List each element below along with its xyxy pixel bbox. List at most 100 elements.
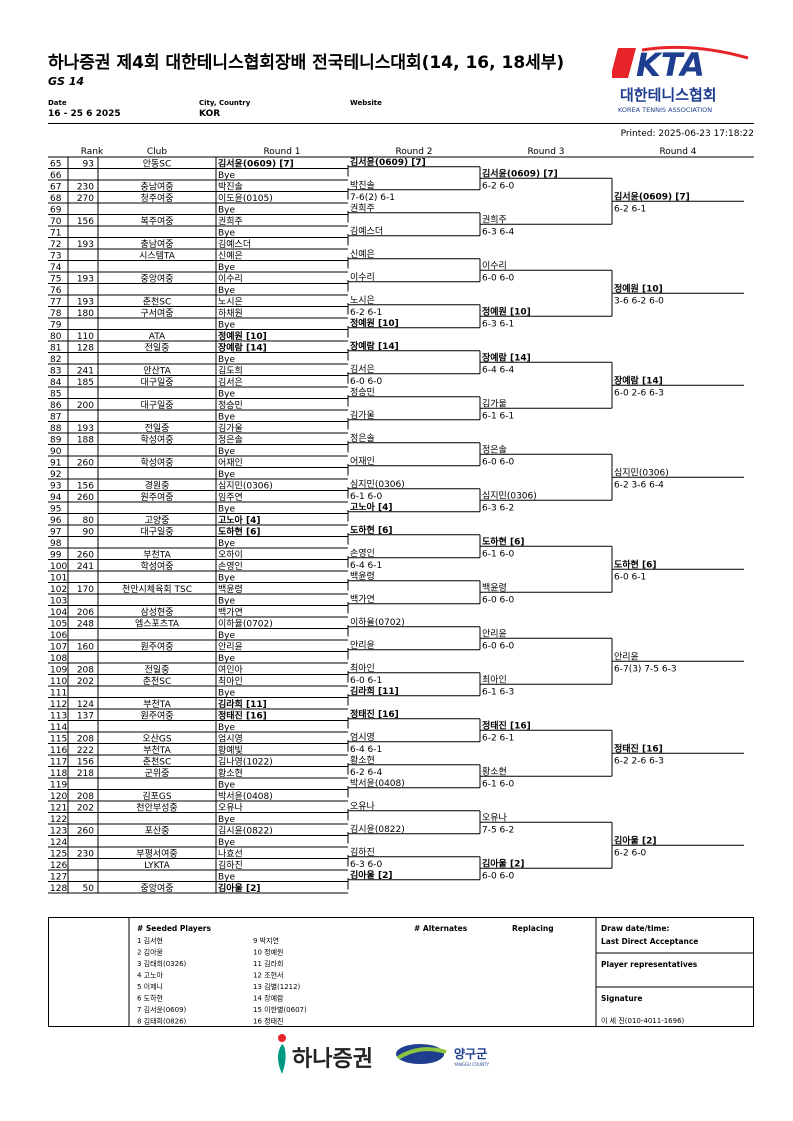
draw-position: 75 [50,275,61,285]
round1-player: 김하진 [218,859,243,871]
entry-club: ATA [149,332,166,342]
round3-player: 정은솔 [482,444,507,455]
entry-rank: 185 [77,378,94,388]
round1-player: 정예원 [10] [218,330,267,342]
date-value: 16 - 25 6 2025 [48,109,121,119]
entry-club: 춘천SC [143,757,172,768]
seed-entry: 9 박지연 [253,936,279,945]
draw-position: 107 [50,643,67,653]
entry-club: 학성여중 [140,457,173,469]
round4-score: 6-7(3) 7-5 6-3 [614,664,677,674]
round1-player: 하채원 [218,308,243,319]
entry-club: 부천TA [143,745,171,756]
kta-logo-mark: KTA [610,45,749,84]
round2-player: 김서은 [350,363,375,375]
column-header-round2: Round 2 [395,147,432,157]
round4-score: 6-2 2-6 6-3 [614,756,664,766]
round3-player: 김가울 [482,397,507,409]
round2-player: 도하현 [6] [350,524,392,536]
round1-player: 박진솔 [218,182,243,193]
round1-player: 김가울 [218,422,243,434]
column-header-round1: Round 1 [263,147,300,157]
round1-player: 최아인 [218,676,243,687]
round4-score: 6-0 6-1 [614,572,646,582]
round2-player: 김라희 [11] [350,685,399,697]
round1-player: Bye [218,723,236,733]
seed-entry: 5 이제니 [137,982,163,991]
column-header-round3: Round 3 [527,147,564,157]
entry-rank: 128 [77,344,94,354]
yanggu-name-en: YANGGU COUNTY [453,1062,490,1067]
entry-rank: 137 [77,712,94,722]
draw-position: 65 [50,160,61,170]
column-header-rank: Rank [81,147,104,157]
draw-position: 74 [50,263,62,273]
round3-player: 백윤령 [482,581,507,593]
round3-score: 6-1 6-0 [482,779,515,789]
draw-position: 76 [50,286,62,296]
round1-player: 박서윤(0408) [218,791,273,802]
round3-score: 6-0 6-0 [482,273,515,283]
seed-entry: 10 정예원 [253,948,283,957]
round1-player: 어재인 [218,458,243,469]
round1-player: 나효선 [218,849,243,860]
draw-date-label: Draw date/time: [601,924,669,933]
round1-player: Bye [218,390,236,400]
seed-entry: 7 김서윤(0609) [137,1005,187,1014]
entry-club: 충남여중 [140,238,173,250]
draw-position: 109 [50,666,67,676]
round1-player: Bye [218,654,236,664]
entry-rank: 260 [77,551,94,561]
round1-player: 노시은 [218,297,243,308]
round1-player: 김시윤(0822) [218,825,273,837]
round4-player: 도하현 [6] [614,558,656,570]
header-divider [48,123,754,124]
draw-position: 113 [50,712,67,722]
round3-score: 6-1 6-3 [482,687,514,697]
draw-position: 88 [50,424,62,434]
round3-score: 6-0 6-0 [482,871,515,881]
page-title: 하나증권 제4회 대한테니스협회장배 전국테니스대회(14, 16, 18세부) [48,53,565,73]
round1-player: Bye [218,321,236,331]
entry-club: 구서여중 [140,307,173,319]
draw-position: 83 [50,367,61,377]
round2-score: 7-6(2) 6-1 [350,193,395,203]
date-label: Date [48,99,67,107]
draw-position: 73 [50,252,61,262]
entry-club: 부평서여중 [136,848,177,860]
round2-score: 6-0 6-0 [350,377,383,387]
sponsor-logos: 하나증권 양구군 YANGGU COUNTY [270,1030,530,1080]
round2-player: 권희주 [350,202,375,214]
round3-score: 6-3 6-2 [482,503,514,513]
entry-club: 경원중 [145,480,170,492]
round3-score: 6-0 6-0 [482,457,515,467]
round3-score: 6-1 6-1 [482,411,514,421]
round2-score: 6-3 6-0 [350,860,383,870]
draw-position: 122 [50,815,67,825]
website-label: Website [350,99,382,107]
draw-position: 125 [50,850,67,860]
round2-player: 백가연 [350,594,375,605]
round2-player: 엄시영 [350,731,375,743]
round1-player: 정승민 [218,400,243,411]
round1-player: Bye [218,355,236,365]
draw-position: 69 [50,206,62,216]
yanggu-name: 양구군 [454,1046,487,1061]
round1-player: 김도희 [218,365,243,377]
round4-score: 6-2 6-1 [614,204,646,214]
draw-position: 80 [50,332,62,342]
round1-player: Bye [218,171,236,181]
column-header-club: Club [147,147,167,157]
entry-club: 충남여중 [140,181,173,193]
entry-rank: 156 [77,482,94,492]
entry-rank: 170 [77,585,94,595]
round1-player: 백윤령 [218,583,243,595]
round1-player: 심지민(0306) [218,481,273,492]
round1-player: Bye [218,447,236,457]
round4-player: 정태진 [16] [614,742,663,754]
entry-rank: 90 [83,528,95,538]
round2-player: 장예람 [14] [350,340,399,352]
entry-rank: 208 [77,792,94,802]
